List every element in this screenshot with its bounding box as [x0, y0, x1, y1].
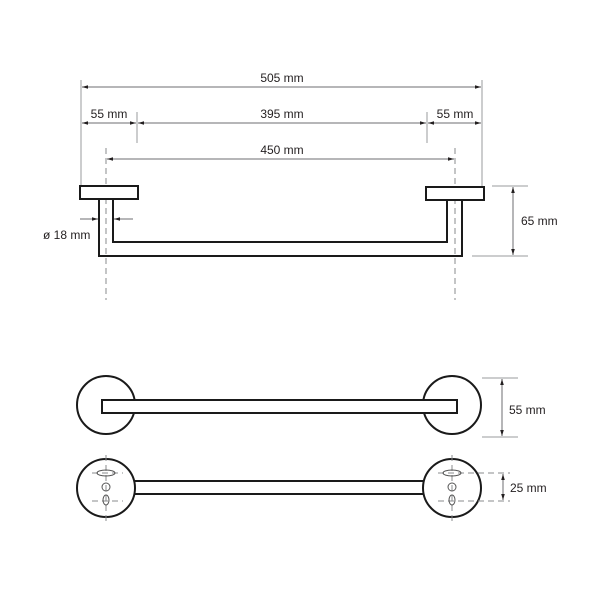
keyhole-slot-icon — [442, 469, 462, 477]
mounting-view: 25 mm — [76, 455, 547, 524]
dimension-label-flange-left: 55 mm — [91, 107, 128, 121]
mounting-holes-left — [92, 455, 123, 524]
front-view: 505 mm 55 mm 395 mm 55 mm 450 mm ø 18 mm… — [43, 71, 558, 300]
dimension-label-flange-right: 55 mm — [437, 107, 474, 121]
dimension-label-center-to-center: 450 mm — [260, 143, 303, 157]
screw-hole-icon — [101, 482, 111, 492]
towel-bar-top — [101, 399, 458, 414]
dimension-label-hole-spacing: 25 mm — [510, 481, 547, 495]
top-view: 55 mm — [76, 375, 546, 438]
mounting-holes-right — [438, 455, 510, 524]
screw-slot-icon — [448, 494, 456, 506]
flange-right — [425, 186, 485, 201]
dimension-label-projection: 65 mm — [521, 214, 558, 228]
dimension-label-rosette-diameter: 55 mm — [509, 403, 546, 417]
screw-hole-icon — [447, 482, 457, 492]
dimension-label-post-diameter: ø 18 mm — [43, 228, 90, 242]
flange-left — [79, 185, 139, 200]
towel-bar-mounting — [127, 480, 432, 495]
screw-slot-icon — [102, 494, 110, 506]
towel-bar-profile — [98, 199, 463, 257]
dimension-label-overall-width: 505 mm — [260, 71, 303, 85]
dimension-label-span: 395 mm — [260, 107, 303, 121]
keyhole-slot-icon — [96, 469, 116, 477]
